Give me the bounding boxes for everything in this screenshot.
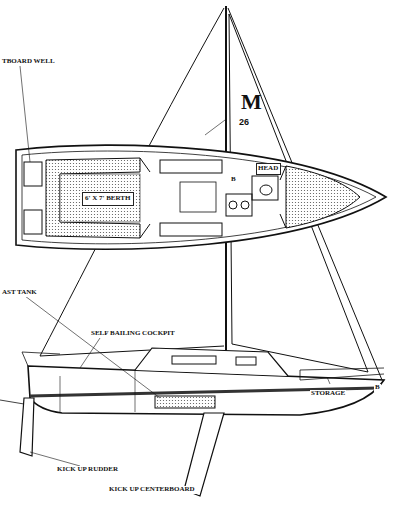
- bow-pulpit: [300, 368, 384, 380]
- centerboard: [184, 413, 224, 496]
- node-text: 6' X 7' BERTH: [85, 195, 131, 203]
- head-compartment: [252, 176, 278, 200]
- settee: [160, 160, 222, 173]
- table: [180, 182, 216, 212]
- point-mark: B: [374, 384, 381, 392]
- outboard-well: [24, 162, 42, 186]
- node-text: HEAD: [258, 165, 279, 173]
- profile-hull: [28, 366, 384, 415]
- aft-berth: [46, 158, 140, 238]
- cabin: [135, 348, 288, 376]
- v-berth: [286, 166, 360, 228]
- berth-label-box: 6' X 7' BERTH: [82, 192, 134, 206]
- sail-letter: M: [240, 90, 263, 114]
- sail-number: 26: [238, 118, 250, 128]
- head-label-box: HEAD: [256, 163, 281, 175]
- part-label: TBOARD WELL: [1, 58, 56, 66]
- galley: [226, 194, 252, 216]
- part-label: SELF BAILING COCKPIT: [90, 330, 176, 338]
- point-mark: B: [230, 176, 237, 184]
- part-label: KICK UP RUDDER: [56, 466, 119, 474]
- ballast-tank: [155, 396, 215, 408]
- part-label: KICK UP CENTERBOARD: [108, 486, 196, 494]
- window: [172, 356, 216, 364]
- mainsail: [40, 8, 224, 356]
- part-label: AST TANK: [1, 289, 38, 297]
- part-label: STORAGE: [310, 390, 346, 398]
- rudder: [20, 398, 34, 456]
- plan-hull: [16, 145, 386, 249]
